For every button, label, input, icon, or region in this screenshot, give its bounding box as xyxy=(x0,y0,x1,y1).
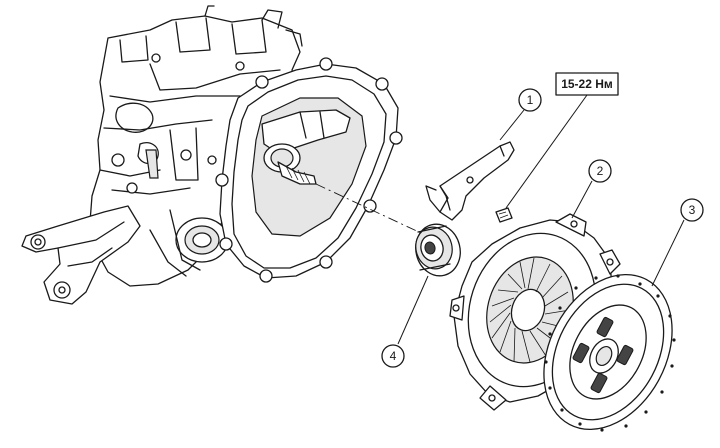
callout-2: 2 xyxy=(571,159,612,219)
release-fork xyxy=(425,141,515,221)
release-bearing xyxy=(415,223,461,277)
transmission-housing xyxy=(89,5,303,287)
callout-4: 4 xyxy=(381,275,429,368)
callout-3-label: 3 xyxy=(689,203,696,217)
callout-1-label: 1 xyxy=(527,93,534,107)
torque-spec-box: 15-22 Нм xyxy=(505,72,619,209)
callout-3: 3 xyxy=(651,198,704,287)
pressure-plate-bolt xyxy=(495,207,513,223)
callout-2-label: 2 xyxy=(597,164,604,178)
callout-1: 1 xyxy=(499,88,542,141)
friction-rivets xyxy=(544,274,676,432)
torque-spec-label: 15-22 Нм xyxy=(561,77,613,91)
alignment-axis xyxy=(315,183,437,241)
mounting-bracket xyxy=(21,205,141,305)
callout-4-label: 4 xyxy=(390,349,397,363)
clutch-disc xyxy=(543,273,676,432)
bell-housing xyxy=(215,57,403,283)
